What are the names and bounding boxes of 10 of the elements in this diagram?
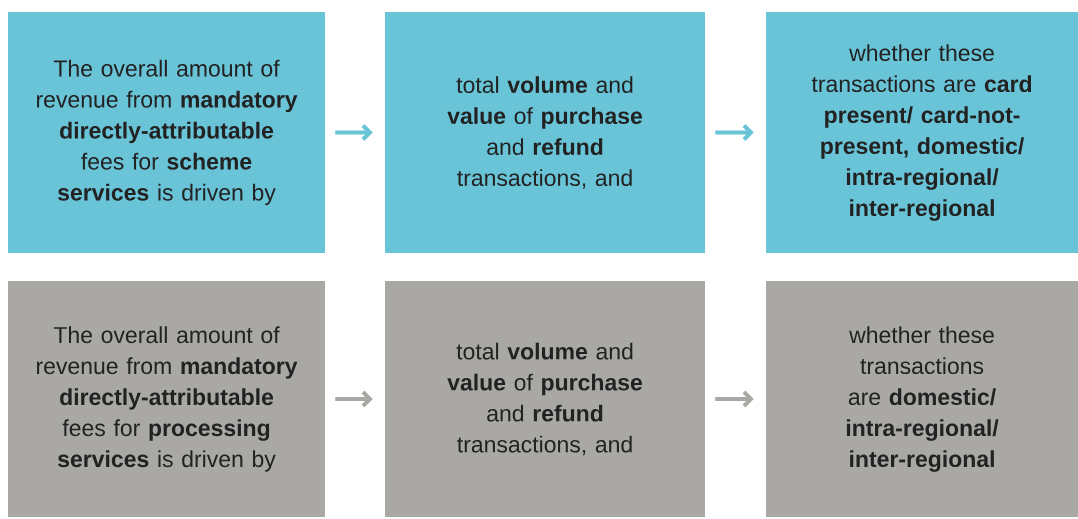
text-box: The overall amount of revenue from mandatory directly-attributable fees for processing services is driven by <box>8 281 325 517</box>
text-box: total volume and value of purchase and refund transactions, and <box>385 281 705 517</box>
arrow <box>715 124 754 141</box>
text-box: The overall amount of revenue from mandatory directly-attributable fees for scheme services is driven by <box>8 12 325 253</box>
text-box: whether these transactions are domestic/ intra-regional/ inter-regional <box>766 281 1078 517</box>
arrow <box>715 390 754 408</box>
arrow <box>335 390 373 408</box>
arrow <box>335 124 373 141</box>
text-box: total volume and value of purchase and refund transactions, and <box>385 12 705 253</box>
text-box: whether these transactions are card present/ card-not-present, domestic/ intra-regional/ inter-regional <box>766 12 1078 253</box>
